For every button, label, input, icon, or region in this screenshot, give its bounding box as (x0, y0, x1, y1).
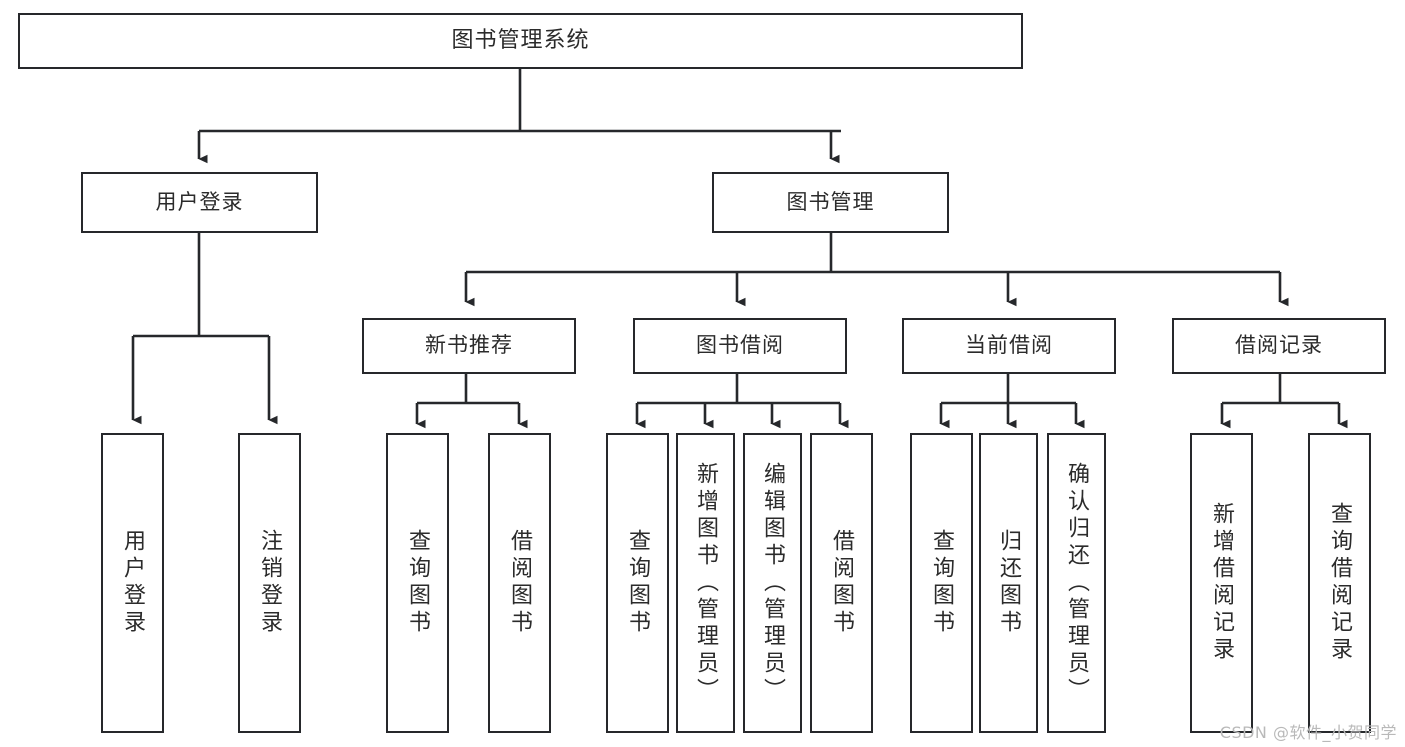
node-borrow-record-label: 借阅记录 (1235, 333, 1323, 358)
node-book-borrow[interactable]: 图书借阅 (633, 318, 847, 374)
node-leaf-logout-login-label: 注销登录 (257, 529, 283, 637)
node-book-manage[interactable]: 图书管理 (712, 172, 949, 233)
node-leaf-borrow-book-2[interactable]: 借阅图书 (810, 433, 873, 733)
node-root[interactable]: 图书管理系统 (18, 13, 1023, 69)
node-root-label: 图书管理系统 (451, 27, 590, 53)
node-new-book-recommend[interactable]: 新书推荐 (362, 318, 576, 374)
node-leaf-add-record[interactable]: 新增借阅记录 (1190, 433, 1253, 733)
node-current-borrow-label: 当前借阅 (965, 333, 1053, 358)
node-leaf-query-book-1-label: 查询图书 (405, 529, 431, 637)
node-leaf-query-book-3[interactable]: 查询图书 (910, 433, 973, 733)
node-leaf-query-record-label: 查询借阅记录 (1327, 502, 1353, 664)
node-leaf-query-book-1[interactable]: 查询图书 (386, 433, 449, 733)
node-leaf-add-book-label: 新增图书（管理员） (693, 461, 719, 705)
node-leaf-edit-book[interactable]: 编辑图书（管理员） (743, 433, 802, 733)
node-leaf-logout-login[interactable]: 注销登录 (238, 433, 301, 733)
node-leaf-query-book-3-label: 查询图书 (929, 529, 955, 637)
node-leaf-user-login[interactable]: 用户登录 (101, 433, 164, 733)
node-leaf-add-record-label: 新增借阅记录 (1209, 502, 1235, 664)
node-borrow-record[interactable]: 借阅记录 (1172, 318, 1386, 374)
node-book-borrow-label: 图书借阅 (696, 333, 784, 358)
node-leaf-query-record[interactable]: 查询借阅记录 (1308, 433, 1371, 733)
node-leaf-confirm-return[interactable]: 确认归还（管理员） (1047, 433, 1106, 733)
node-leaf-borrow-book-1[interactable]: 借阅图书 (488, 433, 551, 733)
node-leaf-confirm-return-label: 确认归还（管理员） (1064, 461, 1090, 705)
watermark-text: CSDN @软件_小贺同学 (1219, 723, 1397, 742)
node-leaf-return-book[interactable]: 归还图书 (979, 433, 1038, 733)
node-leaf-query-book-2[interactable]: 查询图书 (606, 433, 669, 733)
node-leaf-query-book-2-label: 查询图书 (625, 529, 651, 637)
node-current-borrow[interactable]: 当前借阅 (902, 318, 1116, 374)
node-leaf-borrow-book-1-label: 借阅图书 (507, 529, 533, 637)
node-leaf-add-book[interactable]: 新增图书（管理员） (676, 433, 735, 733)
node-new-book-recommend-label: 新书推荐 (425, 333, 513, 358)
node-leaf-user-login-label: 用户登录 (120, 529, 146, 637)
node-leaf-return-book-label: 归还图书 (996, 529, 1022, 637)
node-user-login[interactable]: 用户登录 (81, 172, 318, 233)
node-leaf-edit-book-label: 编辑图书（管理员） (760, 461, 786, 705)
node-leaf-borrow-book-2-label: 借阅图书 (829, 529, 855, 637)
node-user-login-label: 用户登录 (155, 189, 244, 214)
node-book-manage-label: 图书管理 (786, 189, 875, 214)
